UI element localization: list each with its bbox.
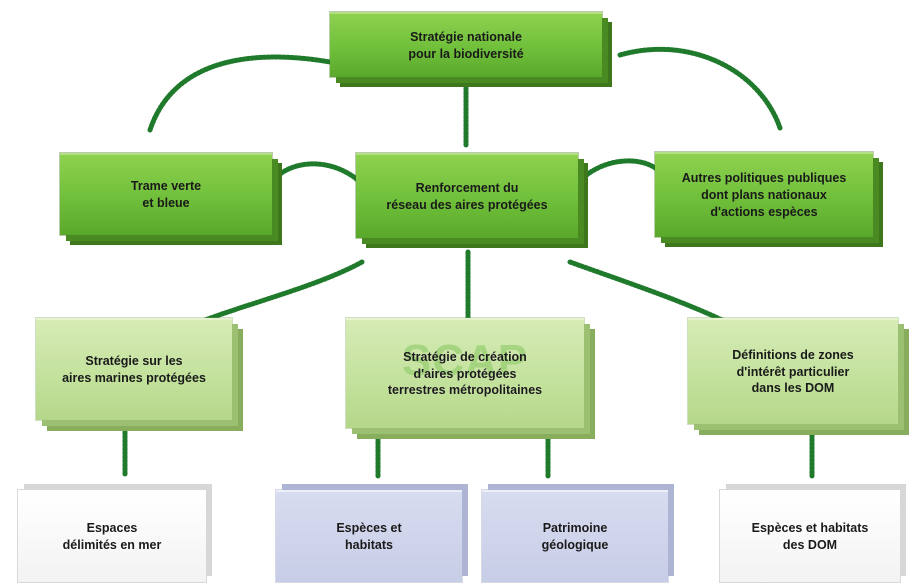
box-patrimoine-geologique-label: Patrimoine géologique — [541, 521, 609, 552]
box-scap: SCAP Stratégie de création d'aires proté… — [346, 318, 584, 428]
connector-top-right-arc — [617, 46, 783, 131]
box-renforcement-reseau-label: Renforcement du réseau des aires protégé… — [386, 180, 548, 212]
box-especes-habitats-dom: Espèces et habitats des DOM — [720, 490, 900, 582]
box-aires-marines: Stratégie sur les aires marines protégée… — [36, 318, 232, 420]
connector-l2-to-l3-left — [202, 259, 365, 323]
box-espaces-mer-label: Espaces délimités en mer — [62, 521, 162, 552]
box-patrimoine-geologique: Patrimoine géologique — [482, 490, 668, 582]
box-especes-habitats: Espèces et habitats — [276, 490, 462, 582]
box-trame-verte-label: Trame verte et bleue — [130, 179, 202, 210]
box-aires-marines-label: Stratégie sur les aires marines protégée… — [62, 354, 206, 385]
box-zones-dom-label: Définitions de zones d'intérêt particuli… — [732, 347, 854, 396]
box-strategie-nationale: Stratégie nationale pour la biodiversité — [330, 12, 602, 77]
scap-watermark: SCAP — [401, 336, 529, 385]
box-especes-habitats-dom-label: Espèces et habitats des DOM — [751, 521, 869, 552]
box-espaces-mer: Espaces délimités en mer — [18, 490, 206, 582]
box-zones-dom: Définitions de zones d'intérêt particuli… — [688, 318, 898, 424]
box-autres-politiques: Autres politiques publiques dont plans n… — [655, 152, 873, 237]
box-trame-verte: Trame verte et bleue — [60, 153, 272, 235]
box-renforcement-reseau: Renforcement du réseau des aires protégé… — [356, 153, 578, 238]
connector-top-left-arc — [147, 54, 333, 133]
connector-l2-right-arc — [575, 158, 661, 186]
box-strategie-nationale-label: Stratégie nationale pour la biodiversité — [408, 29, 524, 61]
box-scap-label: Stratégie de création d'aires protégées … — [387, 349, 543, 398]
connector-l2-left-arc — [267, 161, 363, 188]
connector-l2-to-l3-right — [567, 259, 725, 323]
box-autres-politiques-label: Autres politiques publiques dont plans n… — [681, 171, 847, 219]
box-especes-habitats-label: Espèces et habitats — [336, 521, 402, 552]
